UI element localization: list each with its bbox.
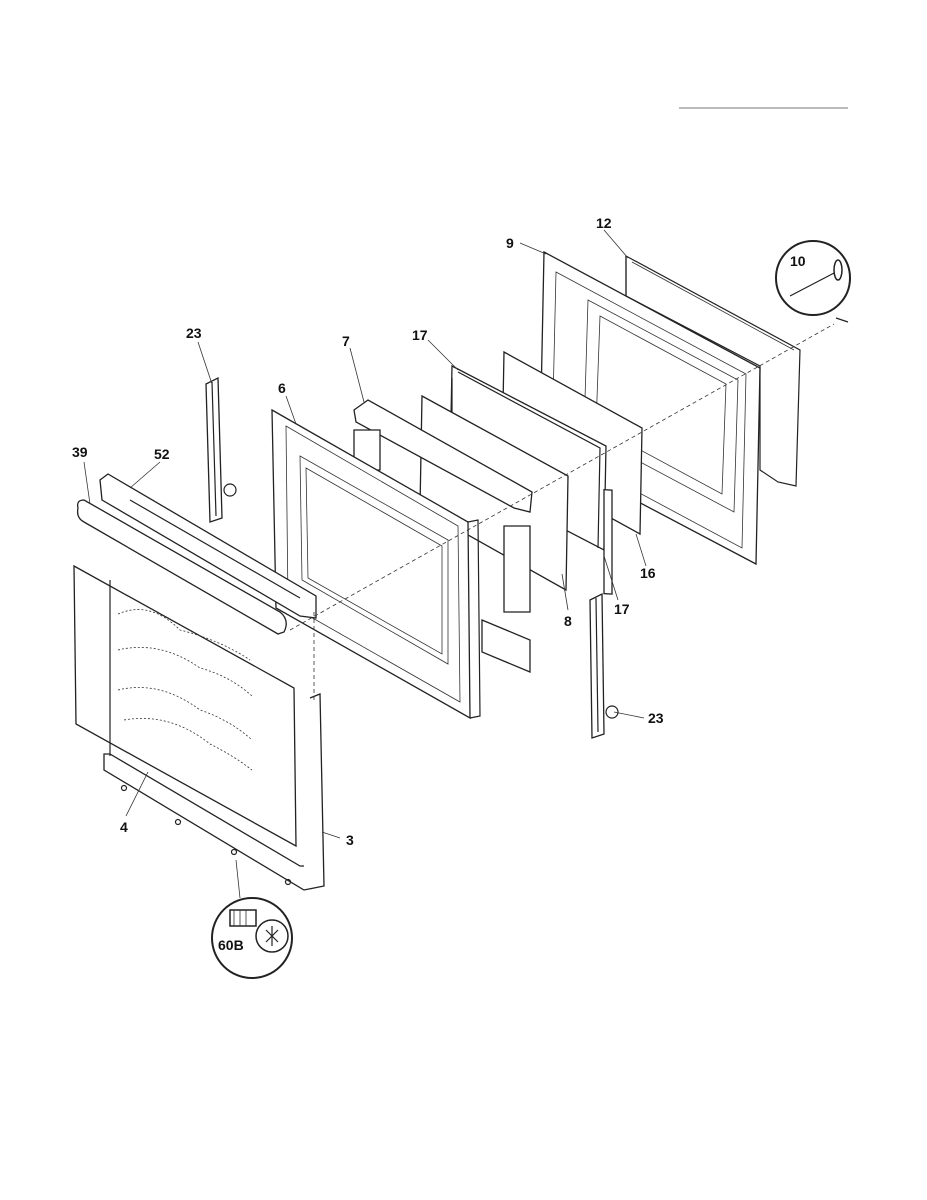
callout-52: 52 (154, 446, 170, 462)
callout-10: 10 (790, 253, 806, 269)
part-4-outer-glass (73, 564, 297, 848)
part-23-hinge-left (205, 376, 237, 523)
callout-4: 4 (120, 819, 128, 835)
callout-7: 7 (342, 333, 350, 349)
detail-circle-10 (775, 240, 851, 316)
assembly-centerline (289, 323, 835, 631)
callout-17-bottom: 17 (614, 601, 630, 617)
callout-3: 3 (346, 832, 354, 848)
callout-leaders (83, 229, 647, 899)
part-9-inner-liner (539, 250, 761, 566)
callout-6: 6 (278, 380, 286, 396)
part-52-handle-trim (99, 473, 317, 619)
callout-60b: 60B (218, 937, 244, 953)
part-3-outer-panel (103, 580, 325, 891)
part-6-door-frame (271, 408, 481, 720)
part-23-hinge-right (589, 592, 619, 739)
part-12-door-gasket (625, 254, 801, 487)
callout-23-left: 23 (186, 325, 202, 341)
part-39-door-handle (76, 499, 287, 635)
callout-8: 8 (564, 613, 572, 629)
callout-17-top: 17 (412, 327, 428, 343)
part-17-lower-channel (603, 488, 613, 595)
door-screws (120, 317, 849, 886)
callout-39: 39 (72, 444, 88, 460)
callout-23-right: 23 (648, 710, 664, 726)
detail-circle-60b (211, 897, 293, 979)
callout-16: 16 (640, 565, 656, 581)
callout-9: 9 (506, 235, 514, 251)
callout-12: 12 (596, 215, 612, 231)
